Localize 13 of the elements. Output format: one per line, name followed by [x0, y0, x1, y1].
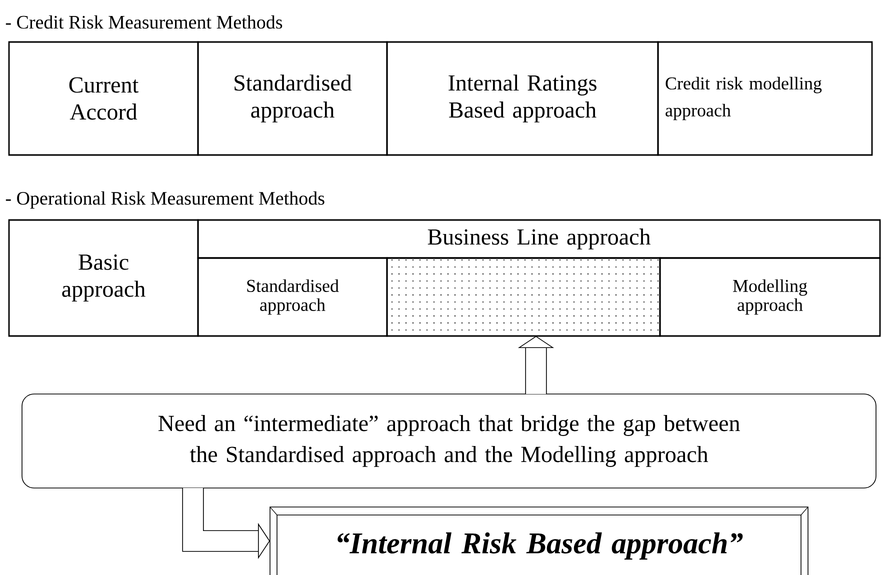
table-cell: Modelling approach — [659, 257, 881, 337]
table-cell: Business Line approach — [197, 219, 881, 259]
dotted-cell — [386, 257, 661, 337]
table-cell: Current Accord — [8, 41, 199, 156]
table-cell: Standardised approach — [197, 41, 388, 156]
table-cell: Credit risk modelling approach — [657, 41, 873, 156]
table-cell: Basic approach — [8, 219, 199, 337]
table-cell: Internal Ratings Based approach — [386, 41, 659, 156]
heading: - Credit Risk Measurement Methods — [6, 15, 282, 29]
heading: - Operational Risk Measurement Methods — [6, 191, 324, 209]
rounded-box: Need an “intermediate” approach that bridge the gap between the Standardised approach and the Modelling approach — [22, 394, 876, 488]
table-cell: Standardised approach — [197, 257, 388, 337]
framed-box: “Internal Risk Based approach” — [270, 506, 808, 575]
